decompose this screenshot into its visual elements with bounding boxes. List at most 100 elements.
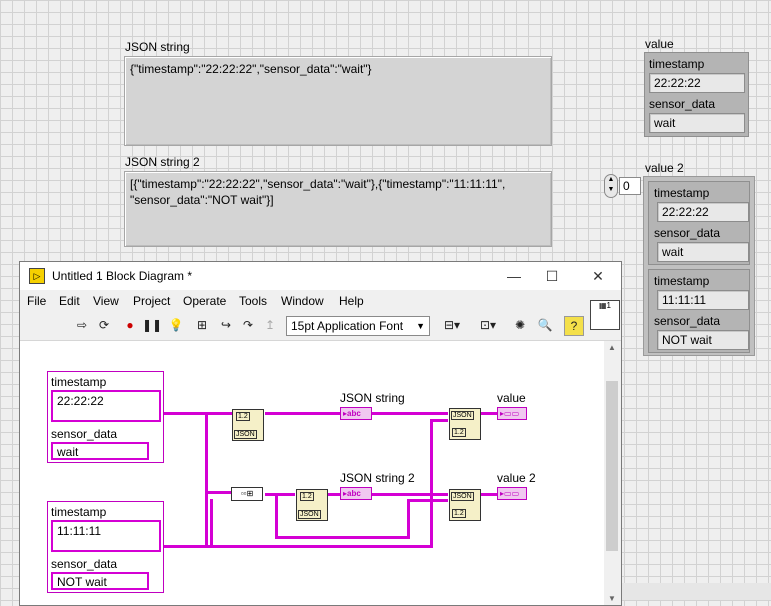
v2e1-sensor-field[interactable]: NOT wait [657,330,749,350]
menu-edit[interactable]: Edit [59,294,80,308]
step-over-icon[interactable]: ↷ [242,318,254,332]
value-2-element-1[interactable]: timestamp 11:11:11 sensor_data NOT wait [648,269,750,353]
cluster2-sensor-field[interactable]: NOT wait [51,572,149,590]
wire [372,412,448,415]
maximize-icon[interactable]: ☐ [545,268,559,284]
menu-operate[interactable]: Operate [183,294,227,308]
align-objects-icon[interactable]: ⊟▾ [443,318,461,332]
context-help-icon[interactable]: ? [564,316,584,336]
window-title: Untitled 1 Block Diagram * [52,269,193,283]
node-prefix-label: 1.2 [236,412,250,421]
wire [372,493,448,496]
node-json-label: JSON [451,492,474,501]
value-sensor-label: sensor_data [649,97,716,111]
v2e1-timestamp-field[interactable]: 11:11:11 [657,290,749,310]
index-stepper[interactable]: ▲ ▼ [604,174,618,198]
cluster1-timestamp-field[interactable]: 22:22:22 [51,390,161,422]
value-sensor-field[interactable]: wait [649,113,745,133]
abc-label: abc [347,489,361,498]
distribute-objects-icon[interactable]: ⊡▾ [479,318,497,332]
cluster2-timestamp-field[interactable]: 11:11:11 [51,520,161,552]
v2e1-sensor-label: sensor_data [654,314,721,328]
step-out-icon[interactable]: ↥ [264,318,276,332]
menu-file[interactable]: File [27,294,47,308]
node-json-label: JSON [298,510,321,519]
front-panel-scrollbar[interactable] [622,583,771,600]
minimize-icon[interactable]: — [507,268,521,284]
wire [481,493,499,496]
cluster1-sensor-label: sensor_data [51,427,118,441]
wire [205,412,208,547]
abort-icon[interactable]: ● [126,318,134,332]
unflatten-from-json-node-1[interactable]: JSON 1.2 [449,408,481,440]
cluster1-sensor-field[interactable]: wait [51,442,149,460]
cluster-constant-2[interactable]: timestamp 11:11:11 sensor_data NOT wait [47,501,164,593]
value-terminal[interactable]: ▸▭▭ [497,407,527,420]
wire [210,499,213,547]
diagram-vertical-scrollbar[interactable]: ▲ ▼ [604,341,621,605]
scroll-thumb[interactable] [606,381,618,551]
cluster1-timestamp-label: timestamp [51,375,107,389]
json-string-2-terminal[interactable]: ▸abc [340,487,372,500]
unflatten-from-json-node-2[interactable]: JSON 1.2 [449,489,481,521]
diagram-json-string-2-label: JSON string 2 [340,471,415,485]
menu-view[interactable]: View [93,294,119,308]
diagram-json-string-label: JSON string [340,391,405,405]
node-json-label: JSON [234,430,257,439]
highlight-execution-icon[interactable]: 💡 [168,318,184,332]
close-icon[interactable]: ✕ [592,268,604,284]
v2e0-timestamp-field[interactable]: 22:22:22 [657,202,749,222]
wire [275,536,410,539]
index-display[interactable]: 0 [619,177,641,195]
diagram-canvas[interactable]: timestamp 22:22:22 sensor_data wait time… [20,341,604,605]
run-continuously-icon[interactable]: ⟳ [98,318,110,332]
abc-label: abc [347,409,361,418]
scroll-up-icon[interactable]: ▲ [608,343,616,352]
menu-project[interactable]: Project [133,294,171,308]
node-json-label: JSON [451,411,474,420]
search-icon[interactable]: 🔍 [537,318,553,332]
json-string-terminal[interactable]: ▸abc [340,407,372,420]
wire [265,493,295,496]
scroll-down-icon[interactable]: ▼ [608,594,616,603]
step-into-icon[interactable]: ↪ [220,318,232,332]
json-string-2-value-line2: "sensor_data":"NOT wait"}] [130,193,274,207]
wire [407,499,410,539]
value-2-element-0[interactable]: timestamp 22:22:22 sensor_data wait [648,181,750,265]
run-arrow-icon[interactable]: ⇨ [76,318,88,332]
toolbar: ⇨ ⟳ ● ❚❚ 💡 ⊞ ↪ ↷ ↥ 15pt Application Font… [20,300,621,341]
value-label: value [645,37,674,51]
value-2-terminal[interactable]: ▸▭▭ [497,487,527,500]
json-string-2-value-line1: [{"timestamp":"22:22:22","sensor_data":"… [130,177,506,191]
v2e1-timestamp-label: timestamp [654,274,710,288]
wire [481,412,499,415]
value-cluster[interactable]: timestamp 22:22:22 sensor_data wait [644,52,749,137]
labview-icon: ▷ [29,268,45,284]
cluster-constant-1[interactable]: timestamp 22:22:22 sensor_data wait [47,371,164,463]
build-array-node[interactable]: ▫▫⊞ [231,487,263,501]
pause-icon[interactable]: ❚❚ [142,318,163,332]
menu-help[interactable]: Help [339,294,364,308]
json-string-indicator[interactable]: {"timestamp":"22:22:22","sensor_data":"w… [124,56,552,146]
json-string-2-indicator[interactable]: [{"timestamp":"22:22:22","sensor_data":"… [124,171,552,247]
increment-icon[interactable]: ▲ [607,176,615,183]
diagram-value-label: value [497,391,526,405]
menu-window[interactable]: Window [281,294,324,308]
value-timestamp-field[interactable]: 22:22:22 [649,73,745,93]
v2e0-timestamp-label: timestamp [654,186,710,200]
menu-tools[interactable]: Tools [239,294,268,308]
font-select[interactable]: 15pt Application Font ▼ [286,316,430,336]
title-bar[interactable]: ▷ Untitled 1 Block Diagram * — ☐ ✕ [20,262,621,290]
wire [430,419,448,422]
json-string-value: {"timestamp":"22:22:22","sensor_data":"w… [130,62,372,76]
wire [208,545,433,548]
v2e0-sensor-field[interactable]: wait [657,242,749,262]
vi-icon[interactable]: ▦1 [590,300,620,330]
retain-wire-values-icon[interactable]: ⊞ [196,318,208,332]
decrement-icon[interactable]: ▼ [607,186,615,193]
wire [265,412,340,415]
menu-bar: File Edit View Project Operate Tools Win… [20,290,621,312]
clean-up-icon[interactable]: ✺ [514,318,526,332]
flatten-to-json-node-2[interactable]: 1.2 JSON [296,489,328,521]
flatten-to-json-node-1[interactable]: 1.2 JSON [232,409,264,441]
